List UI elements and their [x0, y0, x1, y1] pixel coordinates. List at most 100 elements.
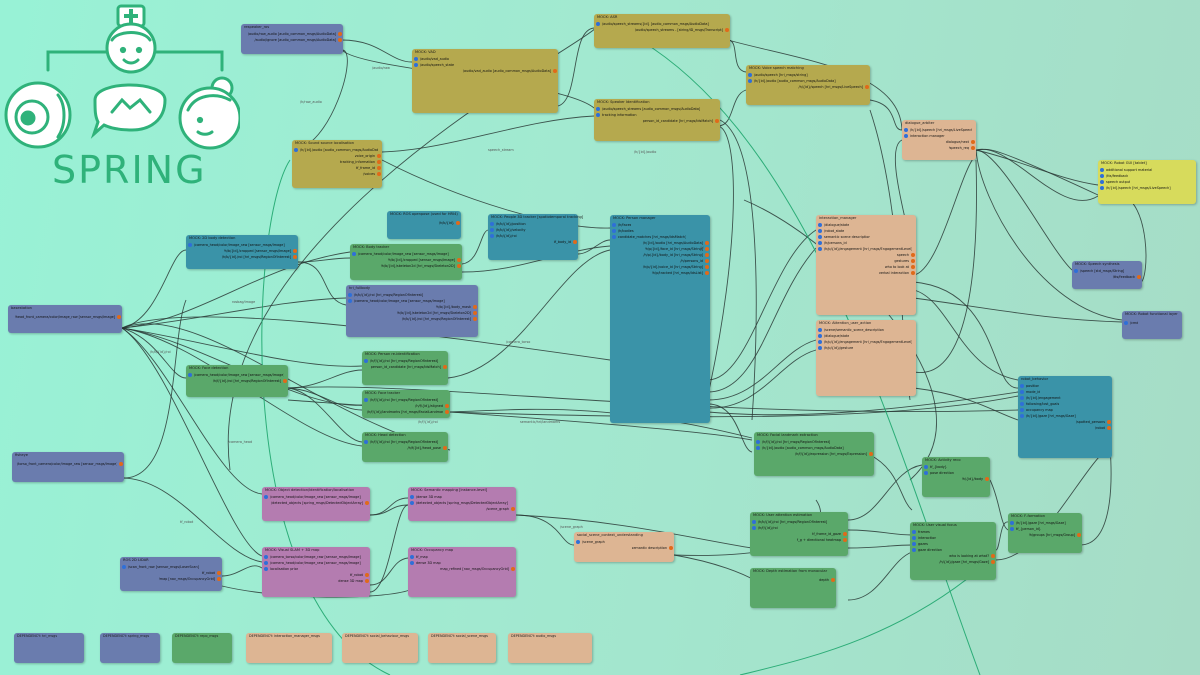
output-port-dot[interactable] — [911, 265, 915, 269]
node-fisheye[interactable]: fisheye/torso_front_camera/color/image_r… — [12, 452, 124, 482]
input-port-dot[interactable] — [414, 63, 418, 67]
input-port-dot[interactable] — [352, 252, 356, 256]
output-port-dot[interactable] — [865, 85, 869, 89]
output-port-dot[interactable] — [843, 538, 847, 542]
output-port-dot[interactable] — [669, 546, 673, 550]
output-port-dot[interactable] — [911, 259, 915, 263]
input-port-dot[interactable] — [612, 229, 616, 233]
input-port-dot[interactable] — [264, 495, 268, 499]
input-port-dot[interactable] — [410, 561, 414, 565]
input-port-dot[interactable] — [818, 247, 822, 251]
input-port-dot[interactable] — [188, 373, 192, 377]
output-port-dot[interactable] — [377, 166, 381, 170]
node-f-formation[interactable]: MOCK: F-formation/h/{id}/gaze [hri_msgs/… — [1008, 513, 1082, 553]
output-port-dot[interactable] — [365, 579, 369, 583]
output-port-dot[interactable] — [971, 140, 975, 144]
output-port-dot[interactable] — [338, 32, 342, 36]
output-port-dot[interactable] — [443, 446, 447, 450]
output-port-dot[interactable] — [715, 119, 719, 123]
output-port-dot[interactable] — [473, 305, 477, 309]
output-port-dot[interactable] — [473, 317, 477, 321]
output-port-dot[interactable] — [377, 160, 381, 164]
input-port-dot[interactable] — [904, 134, 908, 138]
input-port-dot[interactable] — [1100, 180, 1104, 184]
node-user-detection[interactable]: MOCK: User attention estimation/h/b/{id}… — [750, 512, 848, 556]
input-port-dot[interactable] — [576, 540, 580, 544]
input-port-dot[interactable] — [364, 440, 368, 444]
output-port-dot[interactable] — [293, 255, 297, 259]
input-port-dot[interactable] — [1124, 321, 1128, 325]
input-port-dot[interactable] — [818, 241, 822, 245]
input-port-dot[interactable] — [1020, 402, 1024, 406]
input-port-dot[interactable] — [912, 548, 916, 552]
node-camera[interactable]: basestation/head_front_camera/color/imag… — [8, 305, 122, 333]
input-port-dot[interactable] — [818, 229, 822, 233]
node-semantic-map[interactable]: MOCK: Semantic mapping [instance-level]/… — [408, 487, 516, 521]
output-port-dot[interactable] — [293, 249, 297, 253]
node-speech-synth[interactable]: MOCK: Speech synthesis/speech [std_msgs/… — [1072, 261, 1142, 289]
input-port-dot[interactable] — [348, 293, 352, 297]
output-port-dot[interactable] — [705, 253, 709, 257]
node-social-scene[interactable]: social_scene_context_understanding/scene… — [574, 532, 674, 562]
input-port-dot[interactable] — [490, 228, 494, 232]
input-port-dot[interactable] — [818, 334, 822, 338]
input-port-dot[interactable] — [364, 398, 368, 402]
input-port-dot[interactable] — [1074, 269, 1078, 273]
output-port-dot[interactable] — [553, 69, 557, 73]
input-port-dot[interactable] — [912, 530, 916, 534]
node-body-2d[interactable]: MOCK: 2D body detection/camera_head/colo… — [186, 235, 298, 269]
node-object-detection[interactable]: MOCK: Object detection/identification/lo… — [262, 487, 370, 521]
input-port-dot[interactable] — [748, 73, 752, 77]
output-port-dot[interactable] — [119, 462, 123, 466]
input-port-dot[interactable] — [596, 107, 600, 111]
output-port-dot[interactable] — [117, 315, 121, 319]
input-port-dot[interactable] — [818, 346, 822, 350]
input-port-dot[interactable] — [1020, 414, 1024, 418]
input-port-dot[interactable] — [264, 567, 268, 571]
output-port-dot[interactable] — [511, 567, 515, 571]
output-port-dot[interactable] — [705, 271, 709, 275]
input-port-dot[interactable] — [490, 234, 494, 238]
output-port-dot[interactable] — [365, 501, 369, 505]
output-port-dot[interactable] — [705, 259, 709, 263]
output-port-dot[interactable] — [338, 38, 342, 42]
node-head-detection[interactable]: MOCK: Head detection/h/f/{id}/roi [hri_m… — [362, 432, 448, 462]
node-ros-openpose[interactable]: MOCK: ROS openpose (used for HRI4)/h/b/{… — [387, 211, 461, 239]
input-port-dot[interactable] — [748, 79, 752, 83]
input-port-dot[interactable] — [348, 299, 352, 303]
output-port-dot[interactable] — [377, 172, 381, 176]
input-port-dot[interactable] — [756, 446, 760, 450]
output-port-dot[interactable] — [573, 240, 577, 244]
node-dialogue[interactable]: dialogue_arbiter/h/{id}/speech [hri_msgs… — [902, 120, 976, 160]
input-port-dot[interactable] — [410, 501, 414, 505]
output-port-dot[interactable] — [985, 477, 989, 481]
output-port-dot[interactable] — [365, 573, 369, 577]
output-port-dot[interactable] — [1137, 275, 1141, 279]
input-port-dot[interactable] — [1010, 527, 1014, 531]
output-port-dot[interactable] — [831, 578, 835, 582]
output-port-dot[interactable] — [457, 258, 461, 262]
input-port-dot[interactable] — [912, 542, 916, 546]
output-port-dot[interactable] — [445, 410, 449, 414]
output-port-dot[interactable] — [473, 311, 477, 315]
output-port-dot[interactable] — [1107, 420, 1111, 424]
output-port-dot[interactable] — [283, 379, 287, 383]
input-port-dot[interactable] — [264, 555, 268, 559]
input-port-dot[interactable] — [756, 440, 760, 444]
input-port-dot[interactable] — [1020, 396, 1024, 400]
output-port-dot[interactable] — [445, 404, 449, 408]
node-user-attention[interactable]: MOCK: Attention_user_action/scene/semant… — [816, 320, 916, 396]
node-face-detection[interactable]: MOCK: Face detection/camera_head/color/i… — [186, 365, 288, 397]
input-port-dot[interactable] — [924, 471, 928, 475]
output-port-dot[interactable] — [1107, 426, 1111, 430]
output-port-dot[interactable] — [457, 264, 461, 268]
node-interaction-manager[interactable]: interaction_manager/dialogue/state/robot… — [816, 215, 916, 315]
node-sound-source[interactable]: MOCK: Sound source localisation/h/{id}/a… — [292, 140, 382, 188]
node-vad[interactable]: MOCK: VAD/audio/vad_audio/audio/speech_s… — [412, 49, 558, 113]
output-port-dot[interactable] — [1077, 533, 1081, 537]
output-port-dot[interactable] — [456, 221, 460, 225]
